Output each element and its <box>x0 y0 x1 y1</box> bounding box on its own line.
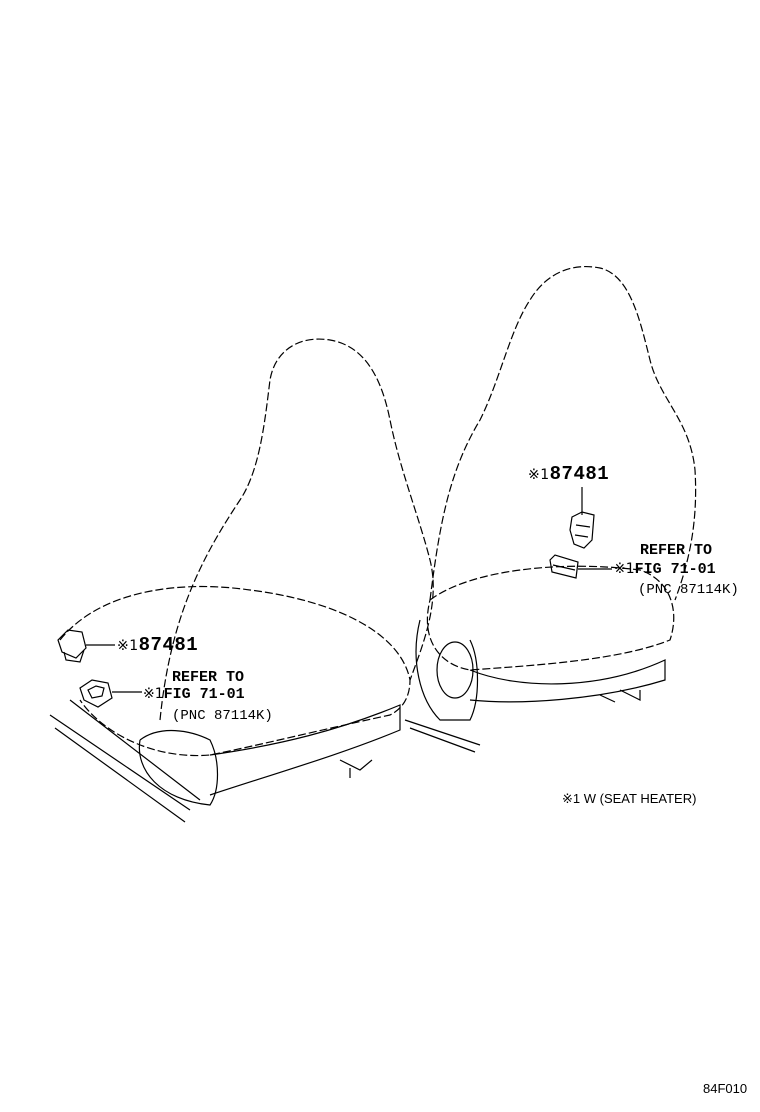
left-part-callout[interactable]: ※187481 <box>117 636 198 655</box>
refer-to-text: REFER TO <box>172 669 245 686</box>
heater-note-mark: ※1 <box>117 638 139 654</box>
figure-code: 84F010 <box>703 1081 748 1096</box>
part-number: 87481 <box>138 634 199 656</box>
figure-reference: FIG 71-01 <box>163 686 245 703</box>
right-seat-back <box>429 266 697 601</box>
part-number: 87481 <box>549 463 610 485</box>
left-seat-cushion <box>59 585 411 757</box>
right-part-callout[interactable]: ※187481 <box>528 465 609 484</box>
right-heater-switch-part <box>549 554 579 579</box>
right-seat-cushion <box>426 565 675 671</box>
left-refer-callout[interactable]: ※1FIG 71-01 <box>143 687 245 702</box>
legend-mark: ※1 <box>562 791 581 806</box>
left-switch-part <box>57 629 87 663</box>
pnc-reference: (PNC 87114K) <box>638 582 739 598</box>
pnc-reference: (PNC 87114K) <box>172 708 273 724</box>
legend-note: ※1 W (SEAT HEATER) <box>562 791 696 807</box>
right-refer-callout[interactable]: ※1FIG 71-01 <box>614 562 716 577</box>
refer-to-text: REFER TO <box>640 542 713 559</box>
legend-text: W (SEAT HEATER) <box>583 791 697 806</box>
heater-note-mark: ※1 <box>528 467 550 483</box>
right-switch-part <box>569 511 595 549</box>
heater-note-mark: ※1 <box>614 561 635 577</box>
figure-reference: FIG 71-01 <box>634 561 716 578</box>
left-heater-switch-part <box>79 679 113 708</box>
left-seat-back <box>159 338 434 721</box>
heater-note-mark: ※1 <box>143 686 164 702</box>
